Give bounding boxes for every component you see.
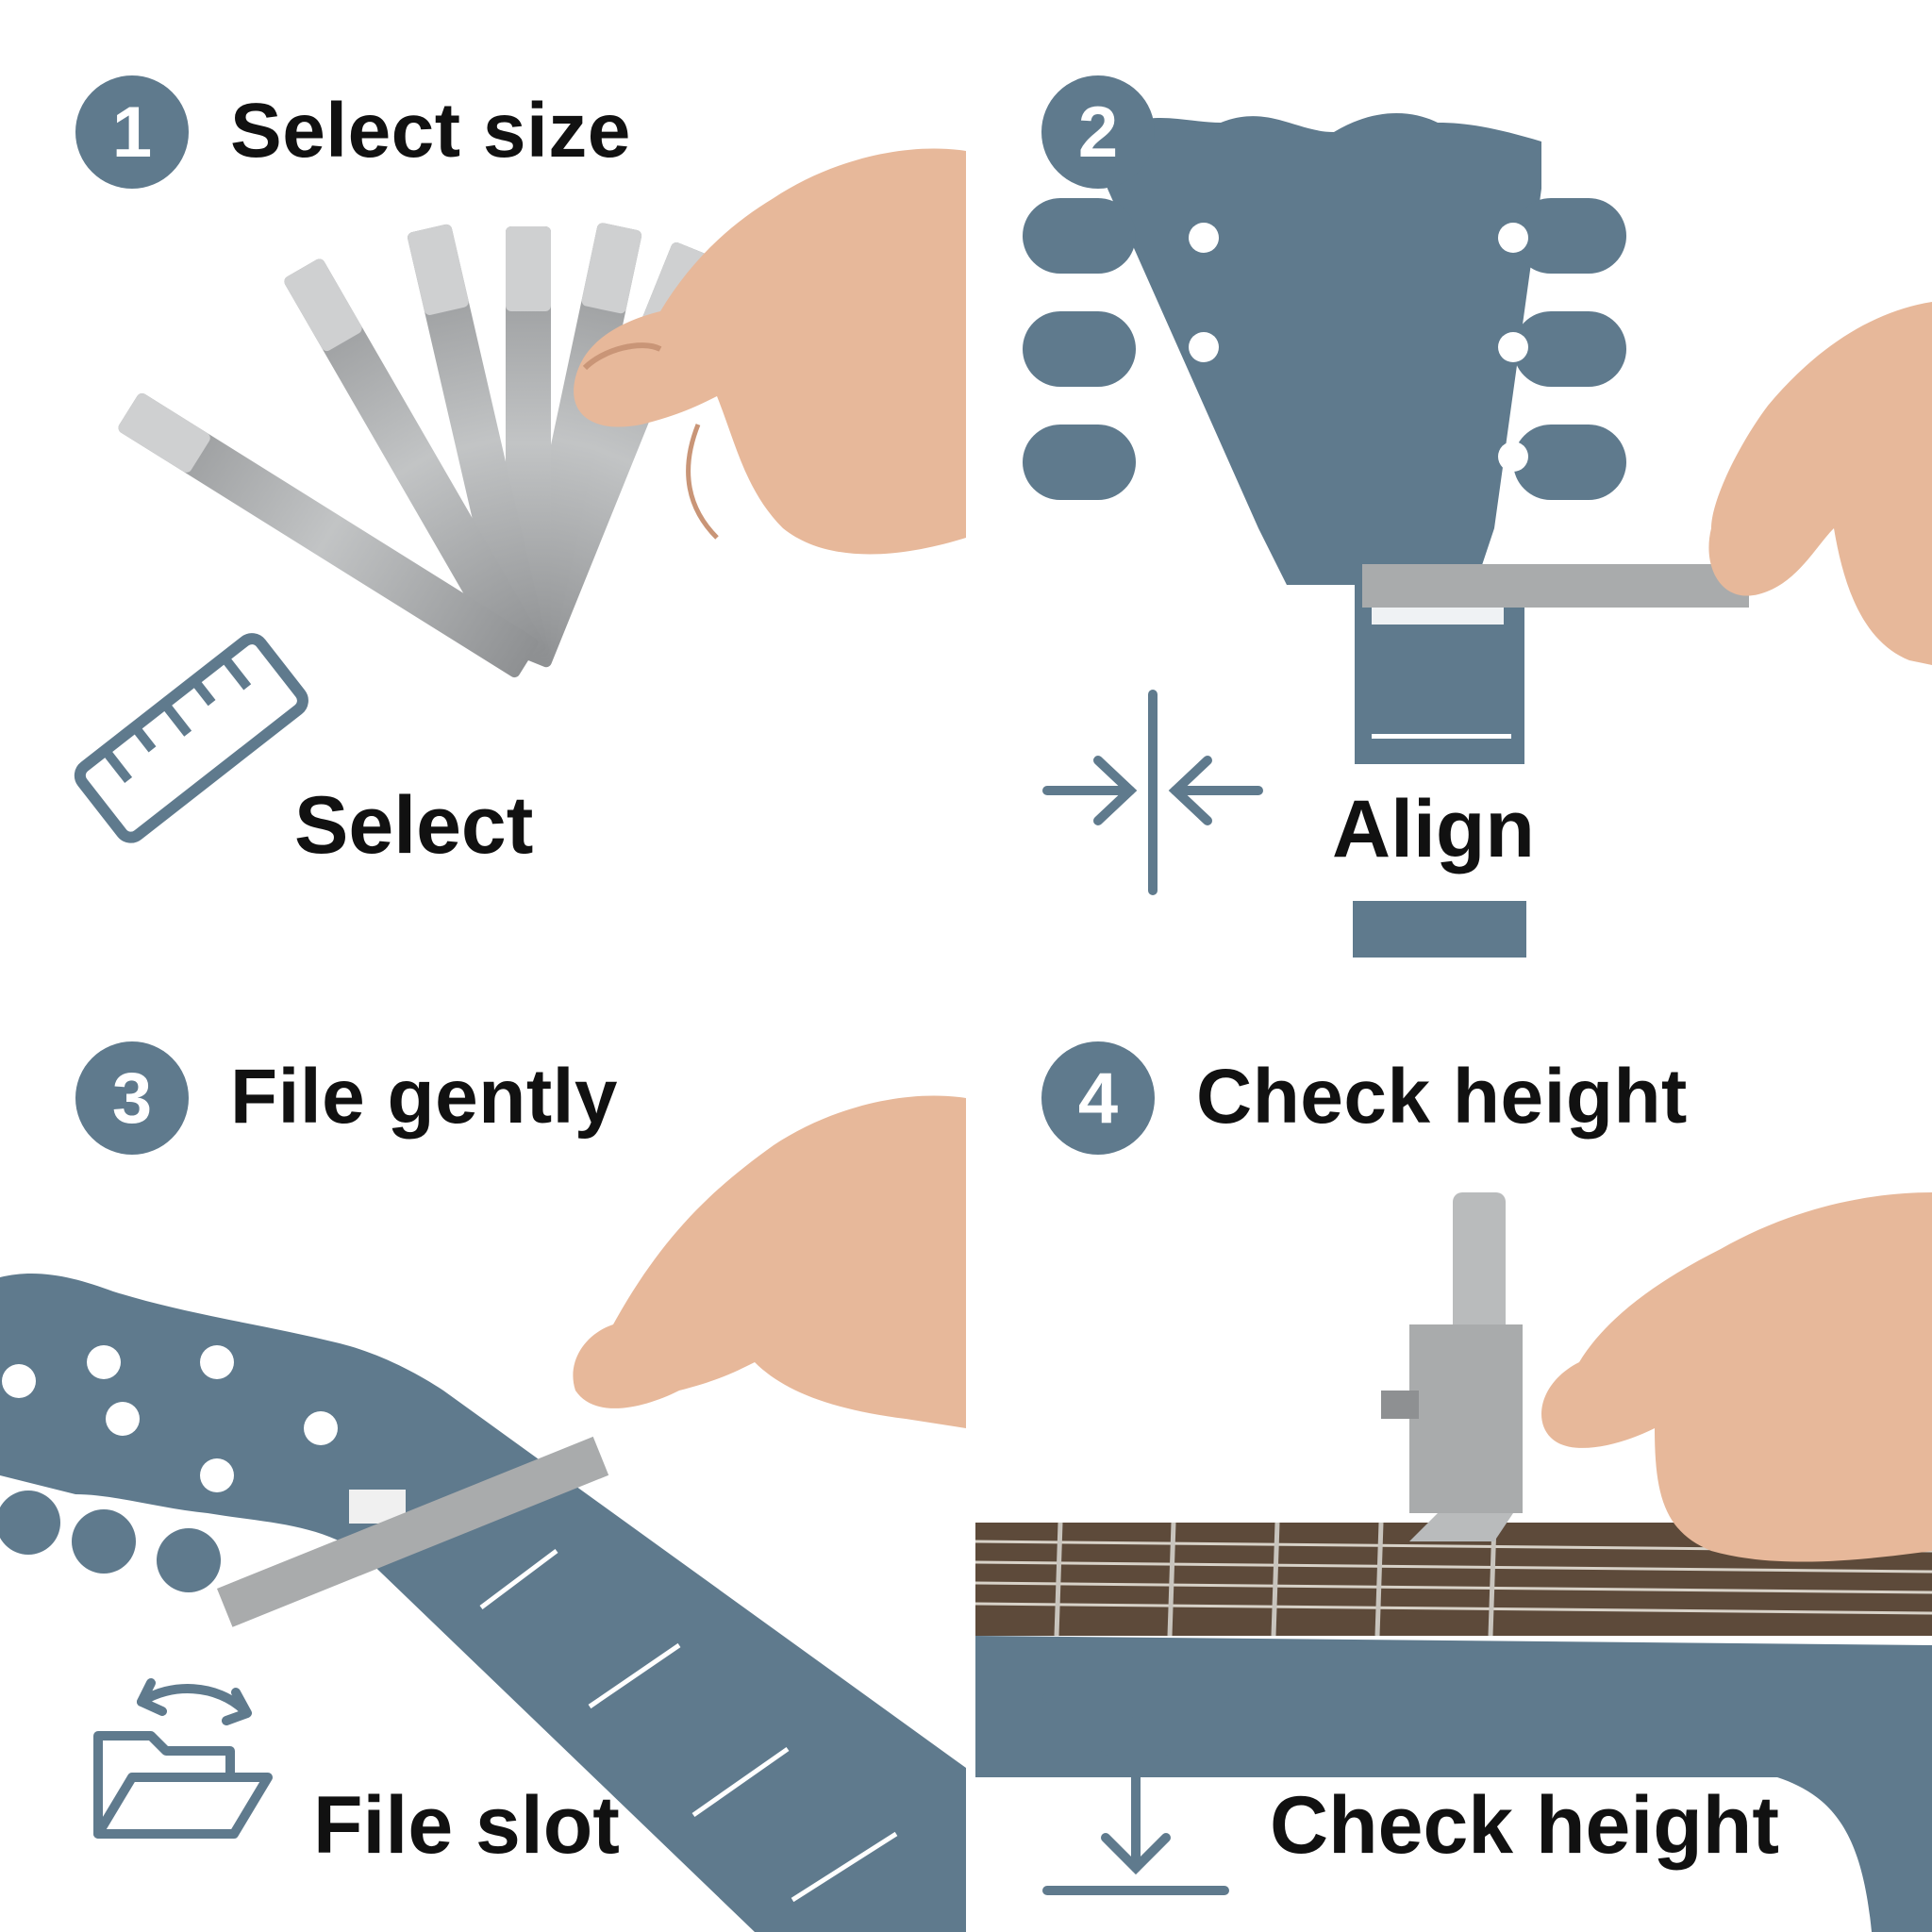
headstock-align-illustration	[1023, 113, 1932, 958]
step-3-panel: 3 File gently File slot	[0, 966, 966, 1932]
step-number-badge: 3	[75, 1041, 189, 1155]
step-title: Check height	[1196, 1054, 1688, 1140]
step-number-badge: 1	[75, 75, 189, 189]
step-number-badge: 2	[1041, 75, 1155, 189]
step-label: Align	[1332, 784, 1535, 874]
ruler-icon	[74, 633, 308, 843]
step-label: Select	[294, 780, 534, 871]
height-arrows-icon	[1042, 1693, 1229, 1895]
step-4-panel: 4 Check height Check height	[966, 966, 1932, 1932]
nut-file	[1362, 564, 1749, 625]
hand-illustration	[574, 148, 966, 555]
nut-file	[217, 1436, 609, 1627]
step-label: File slot	[313, 1780, 620, 1871]
string-action-gauge	[1381, 1192, 1523, 1541]
guitar-neck-silhouette	[975, 1636, 1932, 1932]
step-title: Select size	[230, 88, 631, 174]
nut-files-fan-illustration	[74, 148, 966, 843]
nut-file-set	[118, 223, 782, 678]
step-1-panel: 1 Select size Select	[0, 0, 966, 966]
hand-illustration	[1541, 1192, 1932, 1562]
fret-lines	[479, 1549, 898, 1903]
guitar-headstock	[1023, 113, 1626, 958]
align-arrows-icon	[1042, 690, 1263, 895]
step-label: Check height	[1270, 1780, 1779, 1871]
folder-arrows-icon	[93, 1678, 273, 1839]
filing-slot-illustration	[0, 1095, 966, 1932]
hand-illustration	[573, 1095, 966, 1428]
tuner-holes	[1189, 223, 1528, 472]
step-2-panel: 2 Align	[966, 0, 1932, 966]
guitar-neck-angled	[0, 1273, 966, 1932]
tuner-holes	[2, 1345, 338, 1492]
height-gauge-illustration	[974, 1192, 1932, 1932]
step-title: File gently	[230, 1054, 619, 1140]
step-number-badge: 4	[1041, 1041, 1155, 1155]
hand-illustration	[1708, 302, 1932, 665]
